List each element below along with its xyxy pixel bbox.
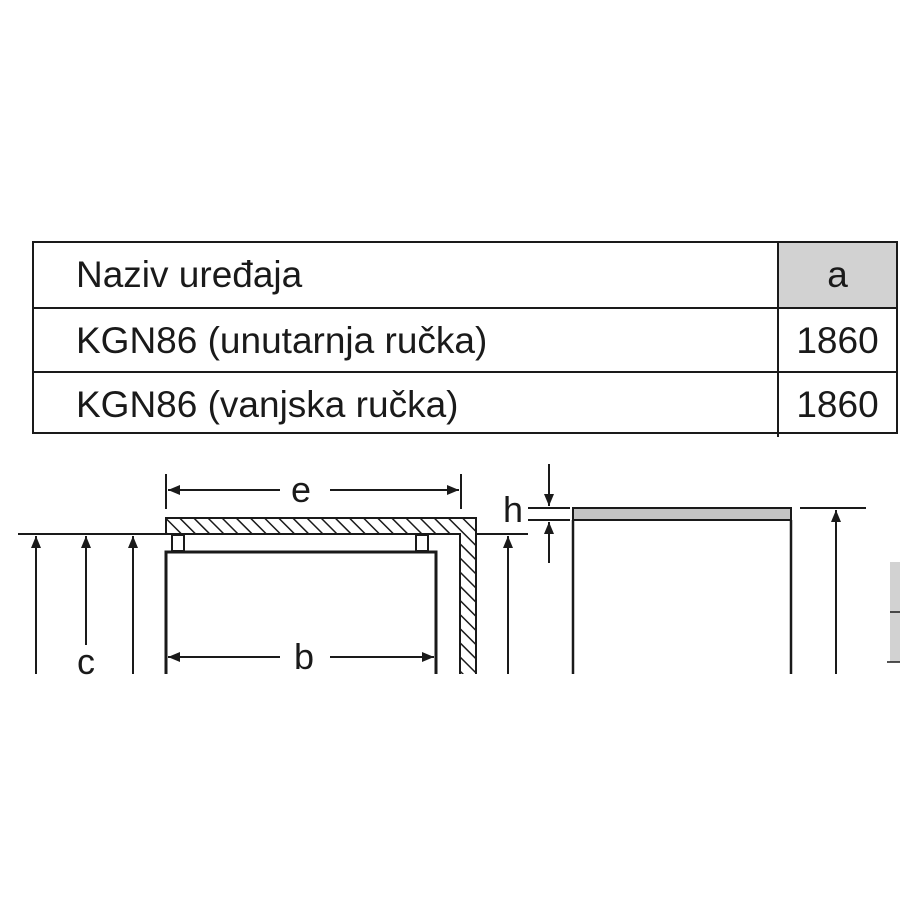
niche-outer-edge (165, 517, 477, 674)
row-dimension-value: 1860 (777, 309, 896, 373)
table-row: KGN86 (unutarnja ručka) 1860 (34, 307, 896, 373)
table-header-row: Naziv uređaja a (34, 243, 896, 307)
dimension-h (528, 464, 570, 563)
table-row: KGN86 (vanjska ručka) 1860 (34, 371, 896, 437)
niche-hatching (166, 518, 476, 674)
dimension-table: Naziv uređaja a KGN86 (unutarnja ručka) … (32, 241, 898, 437)
appliance-side-outline (571, 520, 793, 674)
label-c: c (77, 641, 95, 682)
spacer-right (415, 534, 429, 552)
partial-shelf-element (887, 562, 900, 663)
label-e: e (291, 469, 311, 510)
niche-inner-edge (166, 533, 461, 674)
appliance-side-view (571, 507, 866, 674)
header-device-name: Naziv uređaja (76, 254, 303, 295)
row-device-name: KGN86 (unutarnja ručka) (76, 320, 488, 361)
spacer-left (171, 534, 185, 552)
appliance-front-outline (164, 550, 438, 674)
header-dimension-a: a (777, 243, 896, 307)
dimension-e (165, 474, 462, 509)
label-b: b (294, 636, 314, 677)
label-h: h (503, 489, 523, 530)
appliance-top-panel (572, 507, 792, 521)
niche-wall (165, 517, 477, 674)
row-dimension-value: 1860 (777, 373, 896, 437)
row-device-name: KGN86 (vanjska ručka) (76, 384, 459, 425)
